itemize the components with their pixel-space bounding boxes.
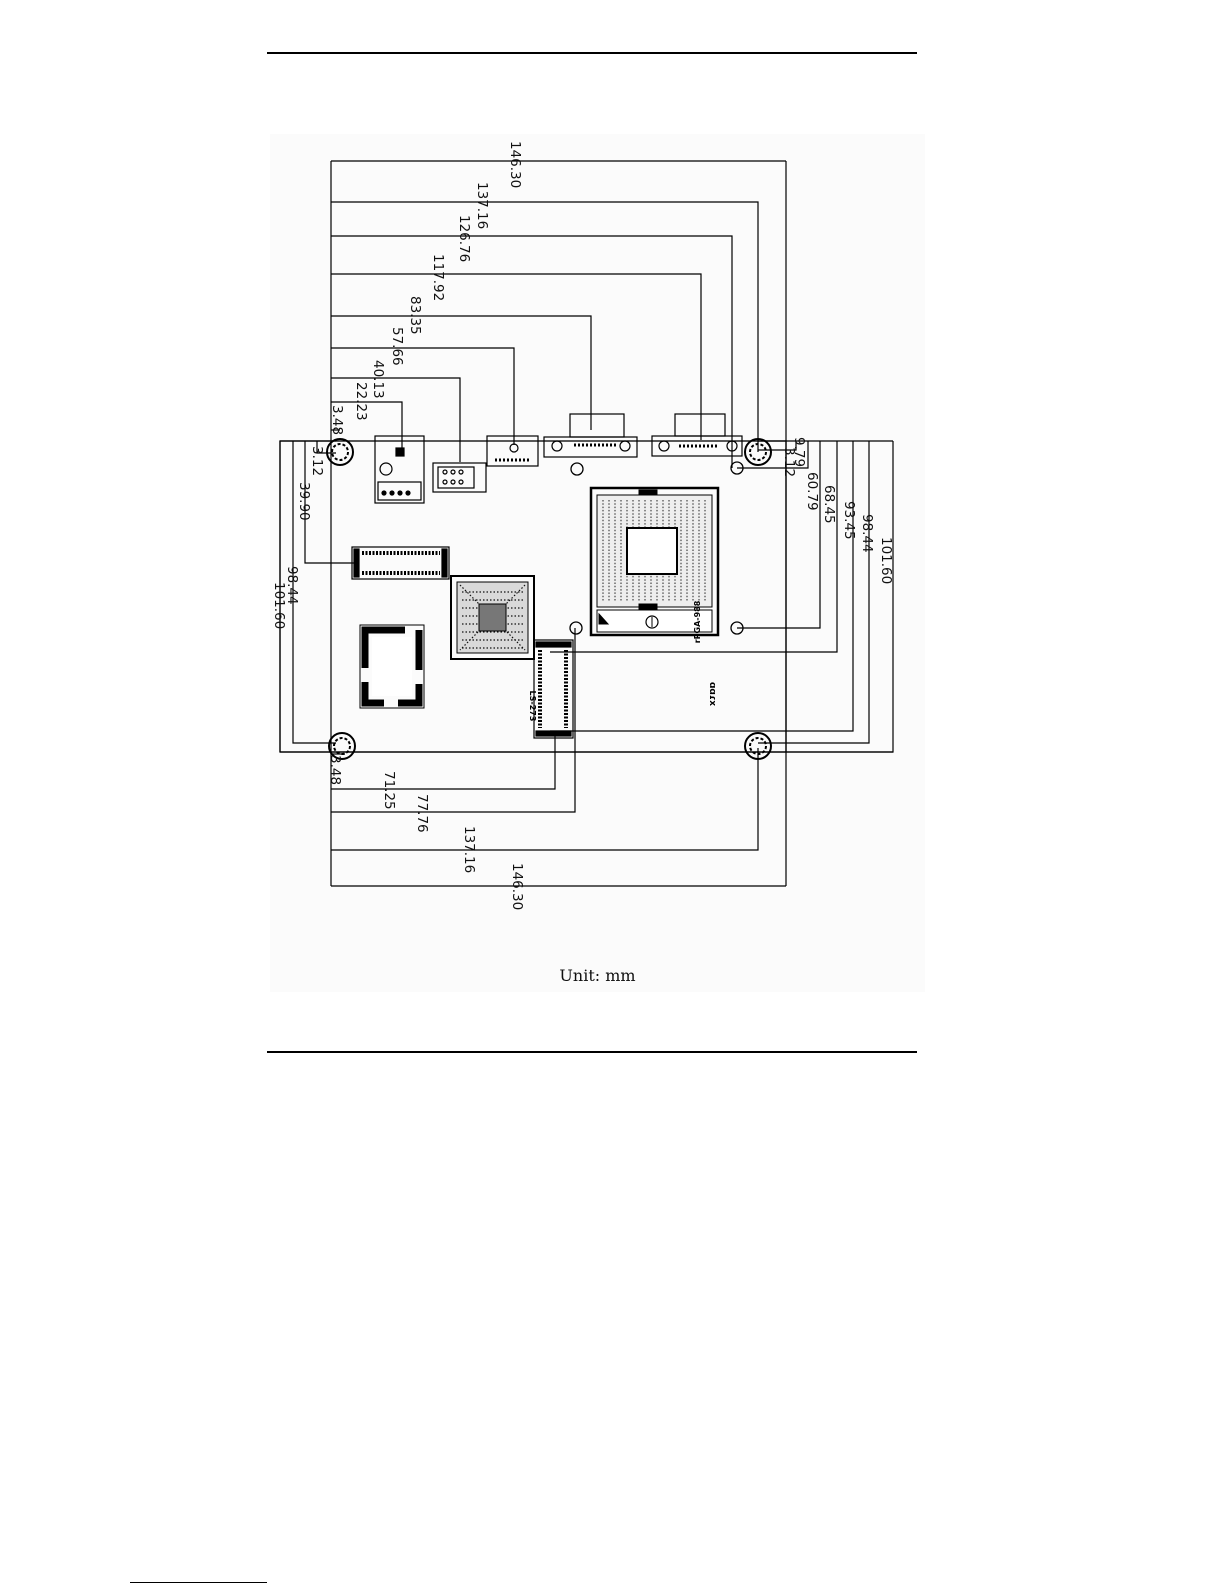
dim-left-39-90: 39.90 [296,482,312,521]
dim-top-117-92: 117.92 [430,254,446,301]
dim-right-101-60: 101.60 [878,537,894,584]
usb-stack-connector [433,463,486,492]
serial-connector [652,414,742,456]
dim-top-57-66: 57.66 [389,327,405,366]
dim-right-68-45: 68.45 [821,485,837,524]
dim-bottom-77-76: 77.76 [414,794,430,833]
dim-top-40-13: 40.13 [370,360,386,399]
bottom-dimension-labels: 3.48 71.25 77.76 137.16 146.30 [327,755,525,910]
dim-left-101-60: 101.60 [271,582,287,629]
dim-top-137-16: 137.16 [474,182,490,229]
dim-right-98-44: 98.44 [859,514,875,553]
dim-right-3-12: 3.12 [781,447,797,477]
dim-bottom-146-30: 146.30 [509,863,525,910]
dim-top-22-23: 22.23 [353,382,369,421]
memory-chip [360,625,424,708]
left-dimension-labels: 3.12 39.90 98.44 101.60 [271,446,325,629]
dim-top-3-48: 3.48 [329,405,345,435]
dim-bottom-3-48: 3.48 [327,755,343,785]
minipcie-slot-vertical [534,640,573,738]
board-marking: ɑɑɾх [707,682,717,706]
slot-label: LS-273 [528,691,537,722]
unit-caption: Unit: mm [270,966,925,985]
dim-left-3-12: 3.12 [309,446,325,476]
top-dimension-labels: 146.30 137.16 126.76 117.92 83.35 57.66 … [329,141,523,435]
dim-top-146-30: 146.30 [507,141,523,188]
chipset-bga [451,576,534,659]
dim-right-93-45: 93.45 [841,501,857,540]
lan-connector [375,436,424,503]
dim-bottom-137-16: 137.16 [461,826,477,873]
dim-top-83-35: 83.35 [407,296,423,335]
dim-bottom-71-25: 71.25 [381,771,397,810]
dim-right-60-79: 60.79 [804,472,820,511]
socket-label: rPGA-988 [693,600,702,643]
minipcie-slot-left [352,547,449,579]
dim-top-126-76: 126.76 [456,215,472,262]
